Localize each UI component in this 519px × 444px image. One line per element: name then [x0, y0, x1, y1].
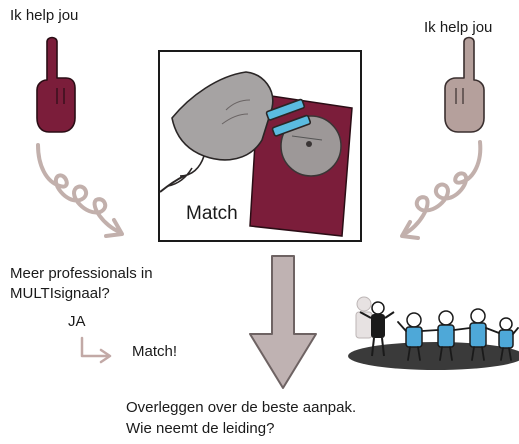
- answer-result: Match!: [132, 343, 178, 360]
- left-hand-caption: Ik help jou: [10, 7, 79, 24]
- ja-arrow-icon: [80, 336, 112, 364]
- people-group-icon: [348, 296, 519, 370]
- question-line-1: Meer professionals in: [10, 265, 153, 282]
- down-arrow-icon: [249, 255, 317, 389]
- match-caption: Match: [186, 203, 238, 224]
- question-line-2: MULTIsignaal?: [10, 285, 110, 302]
- right-curly-arrow-icon: [400, 140, 483, 240]
- footer-line-1: Overleggen over de beste aanpak.: [126, 399, 357, 416]
- left-curly-arrow-icon: [36, 143, 124, 238]
- answer-yes: JA: [68, 313, 86, 330]
- left-hand-icon: [36, 36, 76, 133]
- right-hand-icon: [444, 36, 485, 133]
- match-panel: [158, 50, 362, 242]
- right-hand-caption: Ik help jou: [424, 19, 493, 36]
- footer-line-2: Wie neemt de leiding?: [126, 420, 275, 437]
- plug-icon: [159, 71, 312, 193]
